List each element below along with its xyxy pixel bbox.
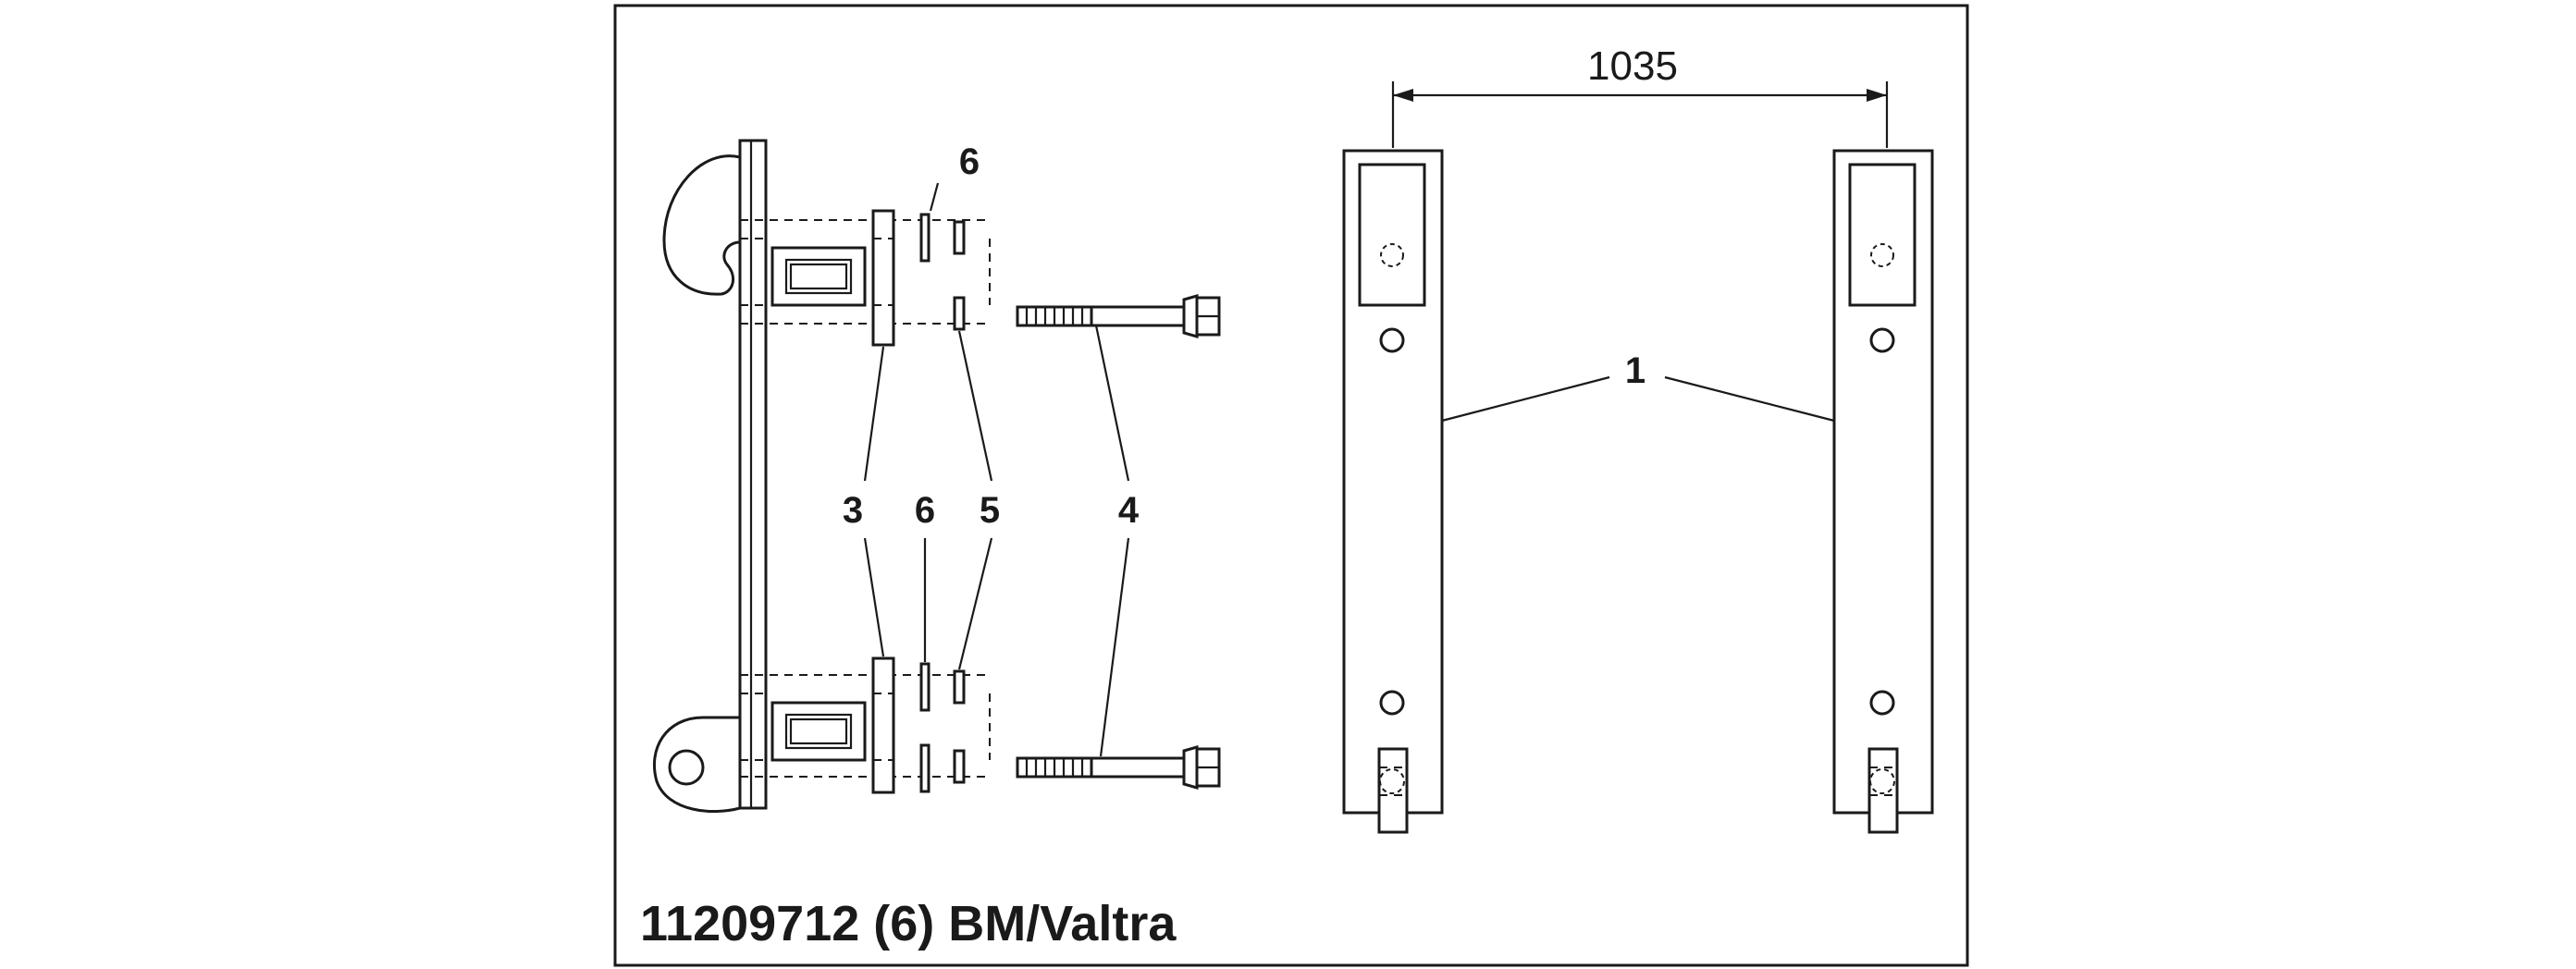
side-view-bracket: [652, 139, 768, 814]
part-3-plate-lower: [871, 656, 895, 794]
upper-mount-block: [740, 219, 991, 325]
lower-mount-block: [740, 674, 991, 778]
part-3-plate-upper: [871, 209, 895, 347]
part-4-bolt-upper: [1016, 294, 1221, 338]
label-part-5: 5: [980, 490, 1000, 531]
dimension-1035: [1391, 81, 1889, 148]
label-part-6-top: 6: [959, 141, 980, 182]
drawing-title: 11209712 (6) BM/Valtra: [640, 896, 1177, 951]
frame-border: [613, 4, 1969, 967]
shims-upper: [919, 213, 966, 331]
label-part-1: 1: [1625, 350, 1645, 391]
label-part-6: 6: [915, 490, 935, 531]
leader-lines-right: [1441, 375, 1835, 423]
part-1-bar-right: [1832, 149, 1934, 834]
leader-lines-left: [863, 182, 1130, 757]
part-4-bolt-lower: [1016, 745, 1221, 790]
dimension-label: 1035: [1587, 43, 1678, 89]
label-part-4: 4: [1118, 490, 1140, 531]
label-part-3: 3: [843, 490, 863, 531]
part-1-bar-left: [1342, 149, 1444, 834]
shims-lower: [919, 662, 966, 793]
